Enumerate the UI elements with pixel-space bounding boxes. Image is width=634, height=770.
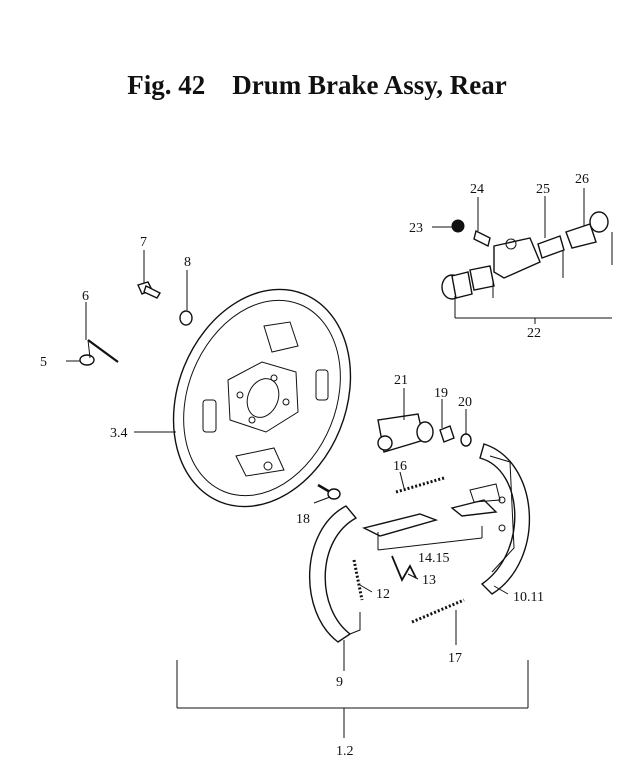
backing-plate: [172, 288, 352, 508]
figure-title: Fig. 42 Drum Brake Assy, Rear: [127, 70, 507, 100]
label-20: 20: [458, 395, 472, 410]
label-24: 24: [470, 182, 484, 197]
part-10-11-brake-shoe-right: [479, 443, 531, 595]
label-3-4: 3.4: [110, 426, 128, 441]
part-7-bolt: [137, 281, 161, 299]
label-9: 9: [336, 675, 343, 690]
label-18: 18: [296, 512, 310, 527]
label-1-2: 1.2: [336, 744, 354, 759]
leader-lines: [66, 188, 613, 738]
label-22: 22: [527, 326, 541, 341]
part-8-washer: [179, 310, 193, 326]
label-25: 25: [536, 182, 550, 197]
part-6-pin: [87, 339, 119, 363]
part-20-washer: [460, 433, 472, 447]
part-5-nut: [79, 354, 95, 366]
label-23: 23: [409, 221, 423, 236]
label-12: 12: [376, 587, 390, 602]
label-21: 21: [394, 373, 408, 388]
part-16-spring: [395, 476, 445, 494]
part-18-bolt: [317, 483, 341, 500]
label-6: 6: [82, 289, 89, 304]
part-22-wheel-cylinder: [441, 211, 609, 300]
label-19: 19: [434, 386, 448, 401]
part-17-spring: [411, 598, 465, 624]
label-7: 7: [140, 235, 147, 250]
part-23-nut: [451, 219, 465, 233]
label-5: 5: [40, 355, 47, 370]
label-13: 13: [422, 573, 436, 588]
part-13-clip: [391, 555, 417, 583]
label-16: 16: [393, 459, 407, 474]
label-8: 8: [184, 255, 191, 270]
part-12-spring: [352, 559, 364, 601]
part-19-plug: [439, 425, 455, 443]
part-24-bleeder: [473, 229, 491, 248]
part-21-cylinder: [377, 413, 434, 453]
label-26: 26: [575, 172, 589, 187]
part-14-15-adjuster: [361, 483, 501, 537]
part-9-brake-shoe-left: [309, 505, 361, 643]
part-labels: 1.2 3.4 5 6 7 8 9 10.11 12 13 14.15 16 1…: [40, 172, 589, 759]
label-17: 17: [448, 651, 462, 666]
label-10-11: 10.11: [513, 590, 544, 605]
label-14-15: 14.15: [418, 551, 450, 566]
